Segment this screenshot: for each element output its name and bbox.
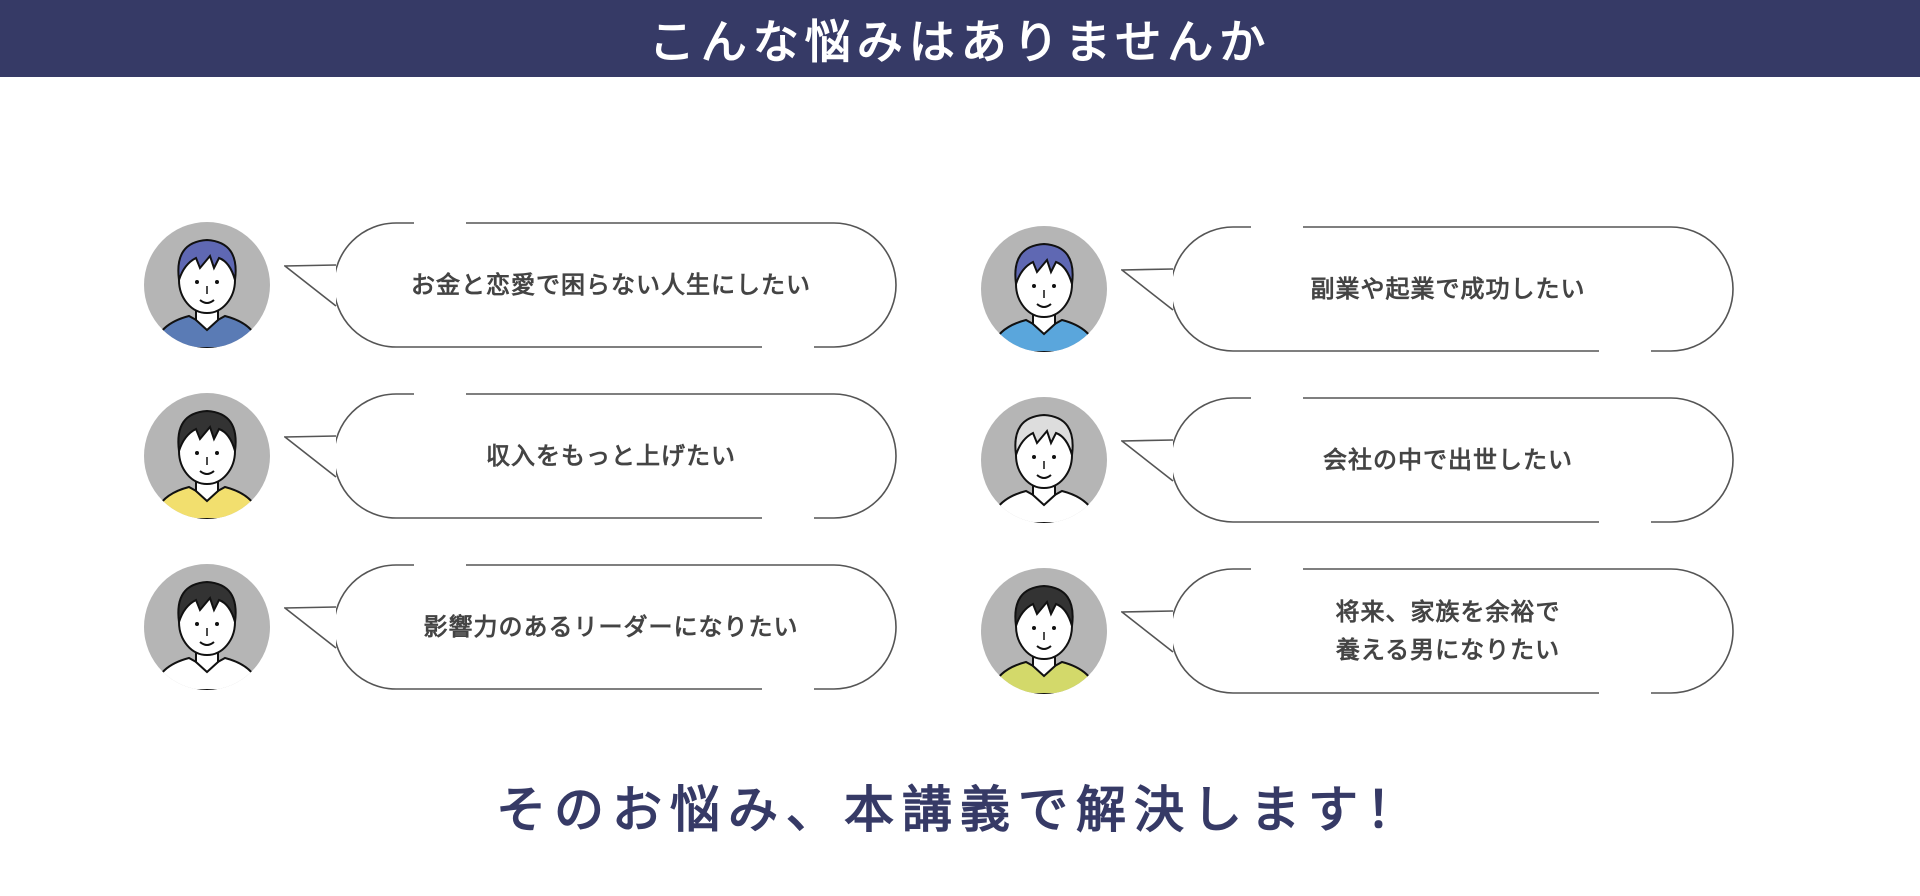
concern-text: 将来、家族を余裕で 養える男になりたい bbox=[1335, 597, 1561, 664]
section-header: こんな悩みはありませんか bbox=[0, 0, 1920, 77]
person-glasses-icon bbox=[144, 564, 270, 690]
person-hoodie-icon bbox=[144, 222, 270, 348]
person-suit-elder-icon bbox=[981, 397, 1107, 523]
person-tshirt-icon bbox=[981, 226, 1107, 352]
concern-text: お金と恋愛で困らない人生にしたい bbox=[411, 270, 811, 299]
person-sweater-icon bbox=[981, 568, 1107, 694]
speech-bubble: 将来、家族を余裕で 養える男になりたい bbox=[1121, 568, 1735, 694]
speech-bubble: 収入をもっと上げたい bbox=[284, 393, 898, 519]
speech-bubble: 影響力のあるリーダーになりたい bbox=[284, 564, 898, 690]
concern-text: 収入をもっと上げたい bbox=[486, 441, 736, 470]
section-title: こんな悩みはありませんか bbox=[648, 14, 1272, 69]
solution-message: そのお悩み、本講義で解決します！ bbox=[496, 781, 1424, 839]
concern-text: 副業や起業で成功したい bbox=[1310, 274, 1586, 303]
concern-text: 影響力のあるリーダーになりたい bbox=[423, 612, 799, 641]
concern-text: 会社の中で出世したい bbox=[1323, 445, 1573, 474]
speech-bubble: 副業や起業で成功したい bbox=[1121, 226, 1735, 352]
speech-bubble: お金と恋愛で困らない人生にしたい bbox=[284, 222, 898, 348]
speech-bubble: 会社の中で出世したい bbox=[1121, 397, 1735, 523]
person-vest-icon bbox=[144, 393, 270, 519]
